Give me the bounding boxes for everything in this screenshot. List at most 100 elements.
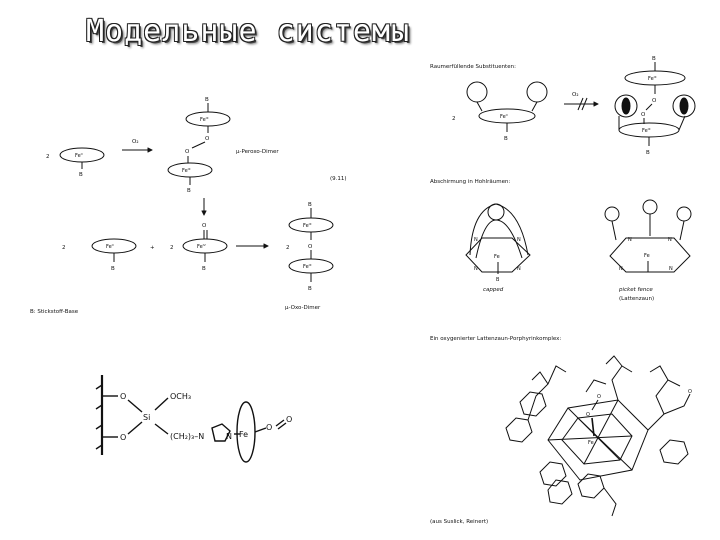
fe-ii-label: Feᴵᴵ (75, 153, 83, 159)
block-mark (577, 97, 584, 111)
oxygen-label: O (652, 98, 657, 104)
bond (577, 417, 633, 471)
fe-ii-label: Feᴵᴵ (106, 244, 114, 250)
fe-iii-label: Feᴵᴵᴵ (642, 128, 651, 134)
picket-arm (611, 365, 633, 401)
fe-iii-label: Feᴵᴵᴵ (200, 117, 209, 123)
base-label: B (646, 150, 650, 156)
fe-iii-label: Feᴵᴵᴵ (182, 168, 191, 174)
cylinder-edge (678, 115, 686, 131)
peroxo-scheme: 2 Feᴵᴵ B O₂ B Feᴵᴵᴵ O O Feᴵᴵᴵ B µ-Peroxo… (30, 97, 347, 315)
base-label: B (205, 97, 209, 103)
bond (476, 101, 483, 112)
iron-label: Fe (588, 440, 594, 446)
base-label: B (202, 266, 206, 272)
bond (191, 141, 206, 149)
oxygen-label: O (185, 149, 190, 155)
bond (127, 421, 143, 435)
hatch (95, 384, 103, 390)
picket-arm (605, 355, 623, 367)
oxygen-label: O (120, 392, 126, 401)
plus-sign: + (150, 245, 155, 251)
equation-number: (9.11) (330, 176, 347, 182)
picket (611, 220, 617, 241)
imidazole-ring (211, 423, 231, 442)
source-credit: (aus Suslick, Reinert) (430, 519, 488, 525)
nitrogen-label: N (669, 266, 673, 272)
section-heading: Abschirmung in Hohlräumen: (430, 179, 511, 185)
porphyrin-core (465, 237, 531, 273)
fe-ii-label: Feᴵᴵ (500, 114, 508, 120)
base-label: B (111, 266, 115, 272)
base-label: B (79, 172, 83, 178)
coefficient-two: 2 (286, 245, 290, 251)
fe-iv-label: Feᴵⱽ (197, 244, 207, 250)
oxygen-label: O (597, 394, 601, 400)
coefficient-two: 2 (452, 116, 456, 122)
substituent-ball (672, 94, 696, 118)
phenyl-ring (547, 479, 573, 505)
dioxygen-bond (591, 399, 599, 411)
silicon-label: Si (143, 413, 150, 422)
o2-label: O₂ (572, 92, 579, 98)
porphyrin-disc (91, 238, 137, 254)
bond (531, 101, 538, 112)
footnote: B: Stickstoff-Base (30, 309, 79, 315)
phenyl-ring (505, 417, 533, 443)
bond (254, 427, 267, 433)
oxygen-label: O (586, 412, 590, 418)
nitrogen-label: N (619, 266, 623, 272)
picket-complex: Ein oxygenierter Lattenzaun-Porphyrinkom… (430, 336, 692, 525)
oxygen-label: O (308, 244, 313, 250)
phenyl-ring (519, 391, 547, 417)
base-label: B (652, 56, 656, 62)
base-label: B (308, 202, 312, 208)
iron-label: Fe (494, 254, 500, 260)
cap-strap (475, 219, 523, 259)
base-label: B (187, 188, 191, 194)
oxo-dimer-label: µ-Oxo-Dimer (285, 305, 321, 311)
coefficient-two: 2 (62, 245, 66, 251)
shield-scheme: Abschirmung in Hohlräumen: N N N N Fe B … (430, 179, 692, 302)
peroxo-dimer-label: µ-Peroxo-Dimer (236, 149, 279, 155)
dioxygen-bond (591, 417, 595, 437)
picket-fence-label: picket fence (618, 287, 653, 293)
section-heading: Raumerfüllende Substituenten: (430, 64, 516, 70)
nitrogen-label: N (474, 237, 478, 243)
shaded-ball (679, 97, 689, 115)
oxygen-label: O (266, 423, 272, 432)
methoxy-label: OCH₃ (170, 392, 191, 401)
porphyrin-core (609, 237, 691, 273)
oxygen-label: O (688, 389, 692, 395)
nitrogen-label: N (668, 237, 672, 243)
base-label: B (504, 136, 508, 142)
bond (547, 435, 633, 441)
picket-arm (649, 365, 669, 381)
double-bond (275, 419, 285, 427)
picket-ball (676, 206, 692, 222)
bond (127, 399, 143, 413)
oxygen-label: O (205, 136, 210, 142)
hatch (95, 404, 103, 410)
bond (154, 397, 169, 411)
fe-iii-label: Feᴵᴵᴵ (303, 264, 312, 270)
iron-label: Fe (239, 430, 248, 439)
picket (679, 220, 685, 241)
picket-arm (585, 379, 607, 393)
nitrogen-label: N (226, 432, 232, 441)
cap-strap (469, 203, 529, 256)
chain-label: (CH₂)₃–N (170, 432, 204, 441)
bond (645, 103, 653, 111)
picket-fence-sub: (Lattenzaun) (619, 296, 654, 302)
bond (154, 423, 169, 435)
base-label: B (496, 277, 500, 283)
substituent-ball (526, 81, 548, 103)
fe-iii-label: Feᴵᴵᴵ (648, 76, 657, 82)
iron-label: Fe (644, 253, 650, 259)
nitrogen-label: N (517, 237, 521, 243)
fe-iii-label: Feᴵᴵᴵ (303, 223, 312, 229)
slide-title: Модельные системы (86, 14, 411, 49)
phenyl-ring (539, 461, 567, 487)
nitrogen-label: N (628, 237, 632, 243)
phenyl-ring (659, 439, 689, 465)
